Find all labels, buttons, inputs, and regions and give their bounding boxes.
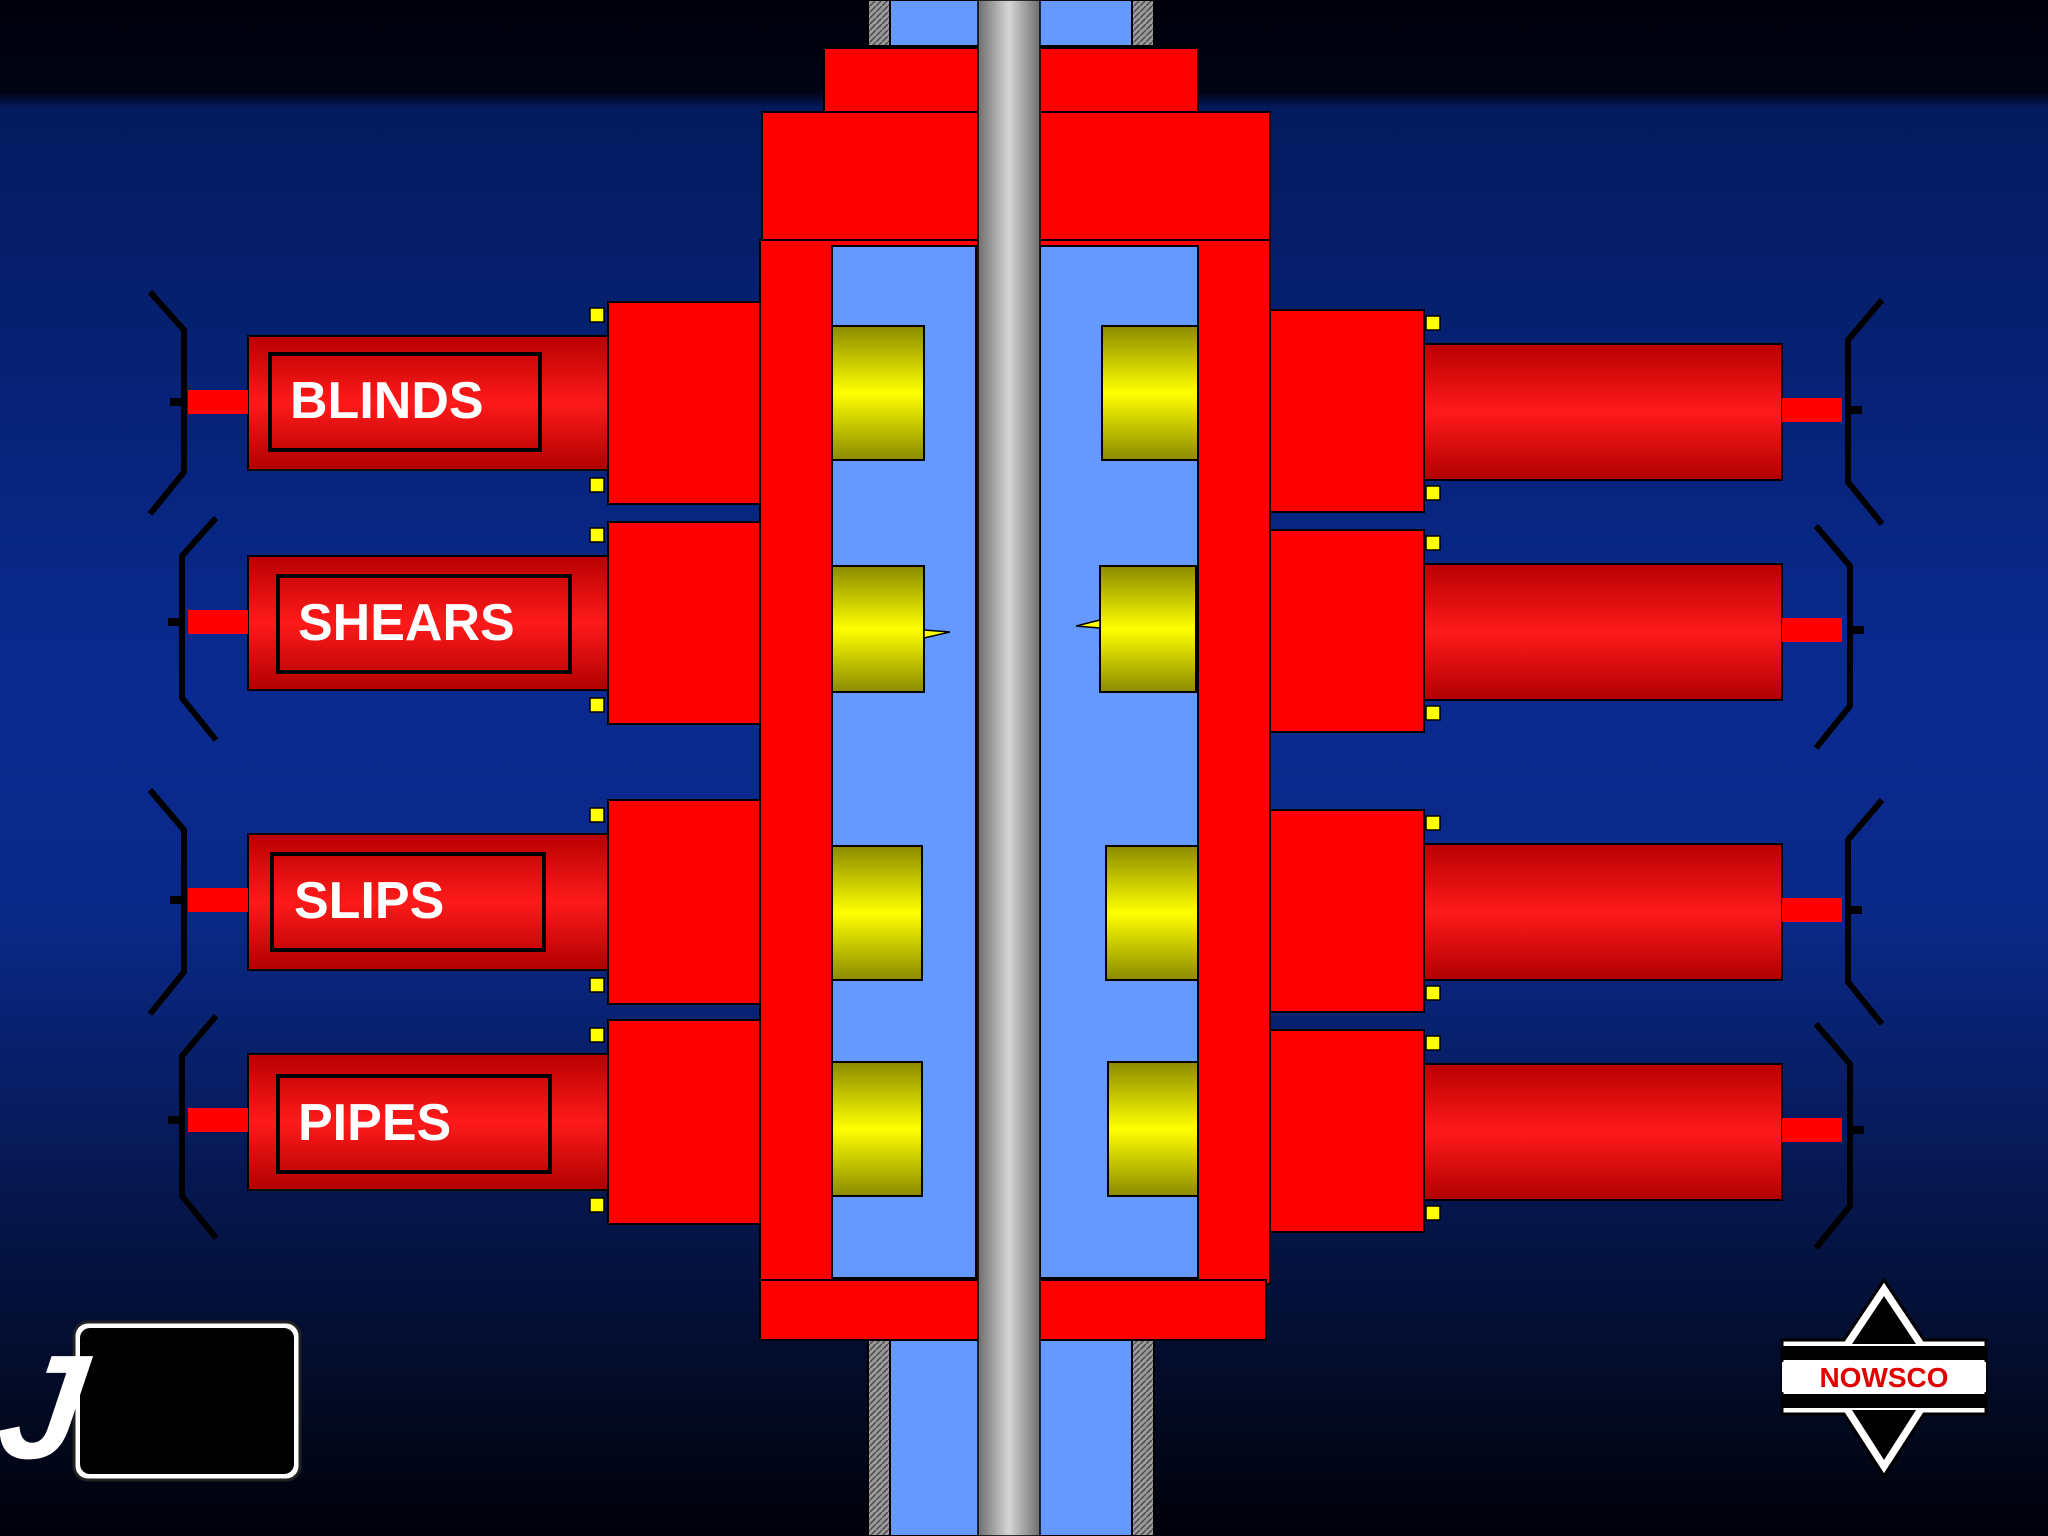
bolt <box>589 527 605 543</box>
shear-blade-right <box>1075 619 1101 629</box>
bolt <box>589 977 605 993</box>
ram-label-pipes: PIPES <box>298 1094 451 1152</box>
center-rod <box>977 0 1041 1536</box>
ram-block-slips-right <box>1105 845 1199 981</box>
nowsco-star-icon: NOWSCO <box>1780 1277 1988 1479</box>
right-actuator-shears <box>1269 524 1864 750</box>
bolt <box>1425 985 1441 1001</box>
left-actuator-blinds <box>147 289 761 516</box>
label-box-blinds <box>268 352 542 452</box>
bolt <box>589 807 605 823</box>
shear-blade-left <box>923 629 951 639</box>
bolt <box>589 1027 605 1043</box>
ram-block-blinds-left <box>831 325 925 461</box>
label-box-shears <box>276 574 572 674</box>
bolt <box>1425 315 1441 331</box>
ram-block-shears-right <box>1099 565 1197 693</box>
ram-block-pipes-left <box>831 1061 923 1197</box>
right-actuator-pipes <box>1269 1022 1864 1250</box>
ram-blocks <box>831 325 1199 1197</box>
right-actuators <box>1269 298 1885 1250</box>
label-box-slips <box>270 852 546 952</box>
bolt <box>589 477 605 493</box>
label-box-pipes <box>276 1074 552 1174</box>
bolt <box>1425 485 1441 501</box>
ram-block-slips-left <box>831 845 923 981</box>
left-actuator-shears <box>168 515 761 742</box>
bj-logo-icon: BJ <box>0 1320 302 1490</box>
bolt <box>1425 815 1441 831</box>
bolt <box>1425 1205 1441 1221</box>
ram-block-blinds-right <box>1101 325 1199 461</box>
ram-labels: BLINDS SHEARS SLIPS PIPES <box>268 352 572 1174</box>
bolt <box>589 697 605 713</box>
left-actuator-slips <box>147 788 761 1016</box>
right-actuator-blinds <box>1269 298 1885 526</box>
bolt <box>589 1197 605 1213</box>
nowsco-logo-text: NOWSCO <box>1819 1362 1948 1393</box>
bolt <box>1425 535 1441 551</box>
bolt <box>589 307 605 323</box>
ram-block-pipes-right <box>1107 1061 1199 1197</box>
bolt <box>1425 705 1441 721</box>
ram-label-blinds: BLINDS <box>290 372 484 430</box>
bolt <box>1425 1035 1441 1051</box>
ram-label-shears: SHEARS <box>298 594 515 652</box>
ram-block-shears-left <box>831 565 925 693</box>
ram-label-slips: SLIPS <box>294 872 444 930</box>
right-actuator-slips <box>1269 798 1885 1026</box>
